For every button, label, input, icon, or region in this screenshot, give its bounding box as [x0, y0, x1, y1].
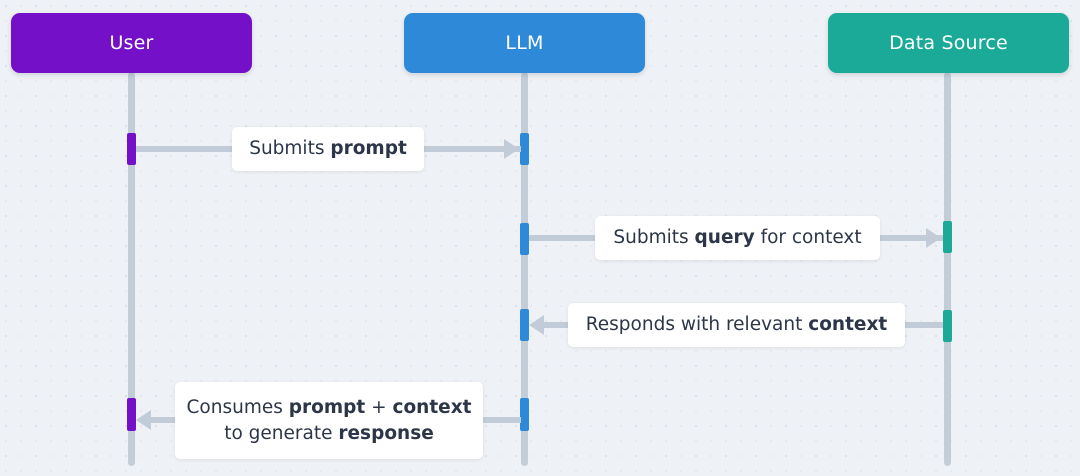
activation-user-1 [127, 133, 136, 165]
message-arrowhead-2 [926, 228, 941, 248]
message-arrowhead-4 [136, 410, 151, 430]
message-label-4-line-2: to generate response [224, 422, 434, 444]
participant-user[interactable]: User [11, 13, 252, 73]
message-arrowhead-1 [504, 139, 519, 159]
message-label-1[interactable]: Submits prompt [232, 127, 424, 171]
message-label-2[interactable]: Submits query for context [595, 216, 880, 260]
activation-llm-1 [520, 133, 529, 165]
participant-data-source[interactable]: Data Source [828, 13, 1069, 73]
message-label-4-line-1: Consumes prompt + context [186, 396, 472, 418]
message-label-1-line-1: Submits prompt [249, 138, 407, 159]
lifeline-llm [521, 72, 528, 466]
lifeline-user [128, 72, 135, 466]
activation-data-source-1 [943, 221, 952, 253]
activation-llm-3 [520, 309, 529, 341]
participant-llm[interactable]: LLM [404, 13, 645, 73]
message-label-4[interactable]: Consumes prompt + context to generate re… [175, 382, 483, 459]
message-arrowhead-3 [529, 315, 544, 335]
message-label-2-line-1: Submits query for context [613, 227, 862, 248]
participant-label-llm: LLM [505, 32, 544, 54]
activation-llm-4 [520, 398, 529, 431]
participant-label-data-source: Data Source [889, 32, 1008, 54]
message-label-3-line-1: Responds with relevant context [585, 314, 888, 335]
activation-user-2 [127, 398, 136, 431]
message-label-3[interactable]: Responds with relevant context [568, 303, 905, 347]
participant-label-user: User [109, 32, 154, 54]
activation-data-source-2 [943, 310, 952, 342]
lifeline-data-source [944, 72, 951, 466]
activation-llm-2 [520, 223, 529, 255]
